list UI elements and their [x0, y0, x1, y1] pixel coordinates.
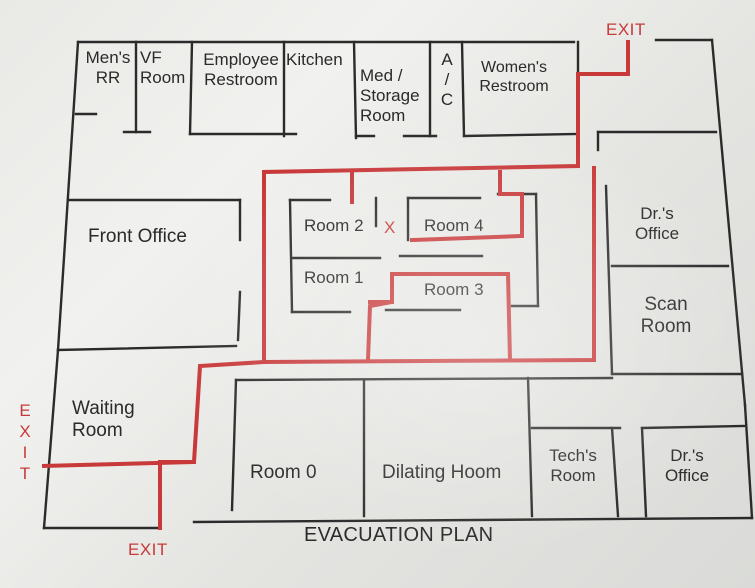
label-ac: A / C [440, 50, 454, 109]
wall-front-office-bottom [56, 344, 238, 352]
label-vf-room: VF Room [140, 48, 186, 87]
wall-techs-right [610, 426, 620, 518]
route-main-loop [262, 40, 630, 365]
wall-right-lower [743, 403, 754, 520]
label-room-3: Room 3 [424, 280, 484, 299]
wall-bottom-rooms-top [234, 376, 614, 382]
label-room-1: Room 1 [304, 268, 364, 287]
wall-room-left [288, 198, 294, 314]
wall-ac-womens [460, 40, 466, 138]
wall-drs-office-bottom-top [640, 424, 746, 430]
label-mens-rr: Men's RR [85, 48, 131, 87]
plan-title: EVACUATION PLAN [304, 524, 494, 546]
exit-top-label: EXIT [606, 20, 646, 39]
wall-right [710, 38, 747, 407]
wall-waiting-left [42, 348, 60, 530]
wall-left-upper [56, 40, 80, 352]
wall-room0-left [230, 378, 238, 512]
label-drs-office-top: Dr.'s Office [634, 204, 680, 243]
route-branch-room4 [409, 170, 524, 243]
route-to-bottom-exit [158, 359, 267, 530]
wall-drs-office-left [604, 184, 614, 376]
label-room-2: Room 2 [304, 216, 364, 235]
wall-womens-bottom [462, 132, 580, 138]
label-waiting-room: Waiting Room [72, 398, 135, 441]
label-room-4: Room 4 [424, 216, 484, 235]
evacuation-route [41, 40, 630, 530]
wall-kitchen-med [352, 40, 358, 140]
walls [42, 38, 754, 530]
wall-dilating-techs [526, 376, 534, 518]
label-front-office: Front Office [88, 226, 187, 247]
wall-front-office-right-lower [236, 290, 242, 342]
exit-bottom-label: EXIT [128, 540, 168, 559]
label-scan-room: Scan Room [640, 294, 692, 337]
label-dilating-room: Dilating Hoom [382, 462, 502, 483]
wall-vf-employee [188, 40, 194, 136]
label-drs-office-bottom: Dr.'s Office [664, 446, 710, 485]
you-are-here-marker: X [384, 218, 396, 237]
label-med-storage: Med / Storage Room [360, 66, 420, 125]
route-branch-room3 [365, 272, 513, 363]
label-womens-restroom: Women's Restroom [479, 59, 549, 95]
label-techs-room: Tech's Room [549, 446, 597, 485]
label-kitchen: Kitchen [286, 50, 343, 69]
wall-room-right [534, 192, 540, 308]
wall-drs-office-bottom-left [640, 426, 648, 518]
label-room-0: Room 0 [250, 462, 317, 483]
route-to-left-exit [41, 459, 197, 469]
wall-bottom [192, 516, 754, 524]
exit-left-label: EXIT [19, 401, 31, 483]
label-employee-restroom: Employee Restroom [203, 50, 279, 89]
